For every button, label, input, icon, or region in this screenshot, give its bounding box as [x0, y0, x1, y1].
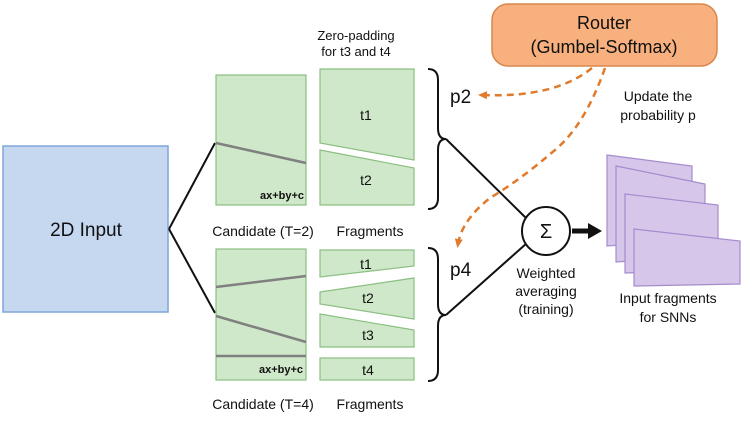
candidate-t4-label: Candidate (T=4) [212, 396, 314, 412]
candidate-t4-split-line-1 [215, 274, 307, 289]
router-line2: (Gumbel-Softmax) [530, 37, 677, 57]
brace-t4-to-sum-line [445, 242, 528, 316]
output-line2: for SNNs [640, 309, 697, 325]
fragment-t2-1-shape [319, 68, 415, 161]
brace-t2 [427, 68, 447, 210]
weighted-line3: (training) [518, 301, 573, 317]
fragment-t2-1-label: t1 [360, 107, 372, 123]
sum-circle [521, 206, 571, 256]
zero-padding-line2: for t3 and t4 [321, 44, 390, 59]
candidate-t2-box [215, 74, 307, 206]
fragment-t4-4-label: t4 [362, 362, 374, 378]
router-to-p4-arrow [454, 67, 607, 248]
fragment-t4-2-shape [319, 277, 415, 320]
input-box [2, 145, 169, 313]
fragment-t2-2-label: t2 [360, 172, 372, 188]
update-note-line1: Update the [624, 88, 693, 104]
update-note-line2: probability p [620, 107, 696, 123]
brace-t4 [427, 247, 447, 382]
candidate-t4-split-line-2 [215, 314, 307, 344]
fragment-t4-1-label: t1 [360, 256, 372, 272]
sum-symbol: Σ [540, 221, 552, 243]
input-label: 2D Input [50, 220, 123, 241]
branch-line-bottom [168, 228, 216, 314]
candidate-t2-label: Candidate (T=2) [212, 223, 314, 239]
branch-line-top [168, 142, 216, 230]
candidate-t4-box [215, 248, 307, 381]
output-line1: Input fragments [619, 290, 716, 306]
router-to-p2-arrow [478, 67, 593, 100]
fragments-t4-label: Fragments [337, 396, 404, 412]
fragment-t2-2-shape [319, 149, 415, 206]
fragments-t2-label: Fragments [337, 223, 404, 239]
brace-t2-to-sum-line [445, 138, 528, 220]
fragment-t4-3-shape [319, 313, 415, 348]
zero-padding-line1: Zero-padding [317, 28, 394, 43]
router-box [491, 3, 718, 67]
fragment-t4-1-shape [319, 249, 415, 278]
prob-p2-label: p2 [450, 87, 471, 108]
candidate-t2-plane-label: ax+by+c [260, 190, 304, 202]
candidate-t2-split-line [215, 141, 307, 165]
fragment-t4-4-shape [319, 357, 415, 381]
output-arrow-head [588, 223, 602, 239]
prob-p4-label: p4 [450, 260, 472, 281]
router-line1: Router [577, 13, 631, 33]
output-fragment-4 [633, 228, 741, 287]
candidate-t4-plane-label: ax+by+c [259, 364, 303, 376]
weighted-line1: Weighted [517, 265, 576, 281]
fragment-t4-2-label: t2 [362, 290, 374, 306]
weighted-line2: averaging [515, 283, 577, 299]
fragment-t4-3-label: t3 [362, 327, 374, 343]
